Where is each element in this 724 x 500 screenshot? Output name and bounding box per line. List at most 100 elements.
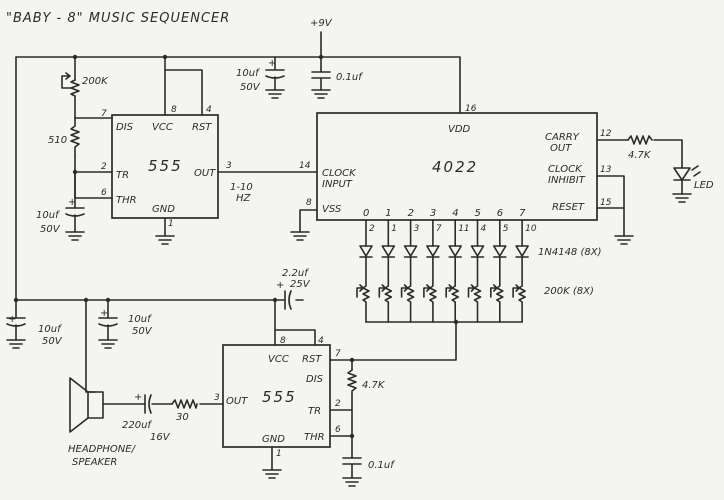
svg-text:CLOCK: CLOCK <box>548 164 583 175</box>
capacitor-10uf-mid: + 10uf 50V <box>98 308 153 341</box>
output-number: 4 <box>452 208 458 219</box>
output-pin-number: 4 <box>481 224 487 234</box>
output-column: 411 <box>445 208 470 323</box>
output-column: 23 <box>400 208 420 323</box>
svg-text:GND: GND <box>262 434 285 445</box>
output-number: 5 <box>475 208 481 219</box>
svg-text:8: 8 <box>280 336 286 346</box>
svg-text:+: + <box>8 314 16 325</box>
resistor-510: 510 <box>48 117 80 157</box>
svg-text:15: 15 <box>600 198 612 208</box>
svg-text:510: 510 <box>48 135 67 146</box>
svg-text:4: 4 <box>206 105 212 115</box>
svg-text:7: 7 <box>101 109 107 119</box>
resistor-4-7k-dis: 4.7K <box>347 369 386 392</box>
capacitor-10uf-supply: + 10uf 50V <box>236 56 285 99</box>
svg-text:+: + <box>276 280 284 291</box>
svg-text:16V: 16V <box>150 432 171 443</box>
svg-text:6: 6 <box>335 425 341 435</box>
chip-555-timer-1: 555 DIS VCC RST TR OUT THR GND 8 4 7 2 6… <box>101 105 232 229</box>
svg-text:14: 14 <box>299 161 311 171</box>
output-number: 6 <box>497 208 503 219</box>
svg-text:OUT: OUT <box>194 168 216 179</box>
svg-text:13: 13 <box>600 165 612 175</box>
svg-text:OUT: OUT <box>550 143 572 154</box>
capacitor-0-1uf-decouple: 0.1uf <box>311 56 363 99</box>
output-pin-number: 11 <box>458 224 469 234</box>
svg-text:SPEAKER: SPEAKER <box>72 457 117 468</box>
speaker-icon: HEADPHONE/ SPEAKER <box>68 377 137 468</box>
svg-text:INPUT: INPUT <box>322 179 353 190</box>
capacitor-0-1uf-timing: 0.1uf <box>342 457 395 479</box>
svg-text:DIS: DIS <box>116 122 134 133</box>
svg-text:10uf: 10uf <box>236 68 260 79</box>
svg-text:HEADPHONE/: HEADPHONE/ <box>68 444 137 455</box>
svg-text:0.1uf: 0.1uf <box>368 460 395 471</box>
svg-text:INHIBIT: INHIBIT <box>548 175 586 186</box>
output-pin-number: 10 <box>525 224 537 234</box>
svg-text:CLOCK: CLOCK <box>322 168 357 179</box>
svg-text:200K: 200K <box>82 76 109 87</box>
svg-text:7: 7 <box>335 349 341 359</box>
output-column: 02 <box>356 208 375 323</box>
output-number: 7 <box>519 208 526 219</box>
output-column: 54 <box>467 208 487 323</box>
output-pin-number: 5 <box>503 224 509 234</box>
chip-4022-counter: 4022 VDD CARRY OUT CLOCK INPUT CLOCK INH… <box>299 104 612 221</box>
svg-text:THR: THR <box>304 432 325 443</box>
svg-text:RST: RST <box>192 122 212 133</box>
svg-text:DIS: DIS <box>306 374 324 385</box>
resistor-30: 30 <box>171 399 198 423</box>
svg-text:TR: TR <box>308 406 321 417</box>
svg-text:HZ: HZ <box>236 193 252 204</box>
output-pin-number: 3 <box>414 224 420 234</box>
svg-text:VCC: VCC <box>152 122 173 133</box>
wires <box>15 31 683 471</box>
svg-text:10uf: 10uf <box>36 210 60 221</box>
pots-label: 200K (8X) <box>544 286 594 297</box>
svg-text:50V: 50V <box>40 224 61 235</box>
output-column: 65 <box>490 208 509 323</box>
supply-label: +9V <box>310 18 333 29</box>
svg-text:TR: TR <box>116 170 129 181</box>
pot-200k: 200K <box>61 72 109 97</box>
output-pin-number: 2 <box>369 224 375 234</box>
svg-text:30: 30 <box>176 412 189 423</box>
svg-text:VCC: VCC <box>268 354 289 365</box>
svg-text:4: 4 <box>318 336 324 346</box>
svg-text:THR: THR <box>116 195 137 206</box>
svg-text:LED: LED <box>694 180 714 191</box>
frequency-label: 1-10 <box>230 182 253 193</box>
svg-text:OUT: OUT <box>226 396 248 407</box>
svg-text:4.7K: 4.7K <box>628 150 652 161</box>
svg-text:RESET: RESET <box>552 202 585 213</box>
svg-text:+: + <box>100 308 108 319</box>
chip-label: 4022 <box>432 158 478 176</box>
svg-text:10uf: 10uf <box>128 314 152 325</box>
led-carry: LED <box>673 165 714 191</box>
output-column: 37 <box>423 208 442 323</box>
output-pin-number: 1 <box>391 224 397 234</box>
svg-text:10uf: 10uf <box>38 324 62 335</box>
svg-text:3: 3 <box>226 161 232 171</box>
output-number: 1 <box>385 208 391 219</box>
svg-text:CARRY: CARRY <box>545 132 580 143</box>
junctions <box>13 54 459 439</box>
svg-text:220uf: 220uf <box>122 420 152 431</box>
svg-text:1: 1 <box>276 449 282 459</box>
svg-text:50V: 50V <box>42 336 63 347</box>
chip-label: 555 <box>148 157 183 175</box>
svg-text:6: 6 <box>101 188 107 198</box>
capacitor-10uf-timing: + 10uf 50V <box>36 197 85 241</box>
chip-555-timer-2: 555 VCC RST DIS OUT TR THR GND 8 4 7 3 2… <box>214 336 341 459</box>
resistor-4-7k-led: 4.7K <box>627 135 653 161</box>
svg-text:+: + <box>268 58 276 69</box>
capacitor-2-2uf: + 2.2uf 25V <box>276 268 311 310</box>
output-number: 3 <box>430 208 436 219</box>
diagram-title: "BABY - 8" MUSIC SEQUENCER <box>6 11 230 26</box>
svg-text:50V: 50V <box>132 326 153 337</box>
svg-text:4.7K: 4.7K <box>362 380 386 391</box>
ground-symbols <box>6 193 692 487</box>
